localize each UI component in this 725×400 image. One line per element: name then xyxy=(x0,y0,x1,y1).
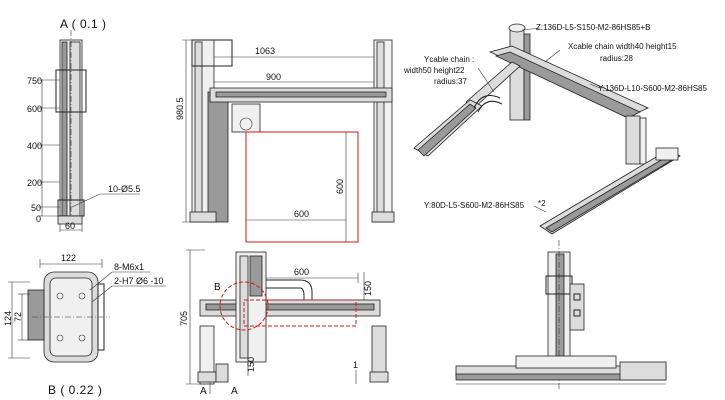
view-b-note-pin: 2-H7 Ø6 -10 xyxy=(114,276,164,286)
view-b-note-tapped: 8-M6x1 xyxy=(114,262,144,272)
view-a-dim-0: 0 xyxy=(36,214,41,224)
iso-y-chain-label-3: radius:37 xyxy=(434,77,467,86)
iso-qty-label: *2 xyxy=(538,199,546,208)
front-work-area xyxy=(245,131,359,243)
iso-x-chain-label-1: Xcable chain width40 height15 xyxy=(568,42,677,51)
view-a-dim-750: 750 xyxy=(27,76,42,86)
view-a-side-elevation: A ( 0.1 ) 750 600 400 200 50 0 60 xyxy=(27,17,141,232)
front-dim-overall: 1063 xyxy=(255,46,275,56)
iso-z-axis xyxy=(509,27,525,121)
front-dim-inner: 900 xyxy=(266,72,281,82)
iso-x-chain-label-2: radius:28 xyxy=(600,54,633,63)
top-dim-small: 1 xyxy=(353,360,358,370)
view-b-detail: B ( 0.22 ) 122 124 72 8-M6x1 2-H7 Ø6 -10 xyxy=(3,253,166,397)
top-label-a-right: A xyxy=(231,386,238,397)
iso-y-axis-top-label: Y:136D-L10-S600-M2-86HS85 xyxy=(598,84,708,93)
front-dim-square-h: 600 xyxy=(335,179,345,194)
iso-right-leg xyxy=(625,115,641,165)
view-a-dim-200: 200 xyxy=(27,178,42,188)
view-b-dim-top: 122 xyxy=(61,253,76,263)
top-label-b: B xyxy=(214,282,221,293)
top-work-area xyxy=(243,299,357,327)
view-a-dim-600: 600 xyxy=(27,104,42,114)
top-view: 705 600 150 150 1 B A A xyxy=(179,249,389,397)
iso-y-chain-label-2: width50 height22 xyxy=(403,66,465,75)
view-a-dim-width: 60 xyxy=(65,221,75,231)
iso-y-chain-label-1: Ycable chain : xyxy=(424,55,474,64)
top-detail-circle xyxy=(219,281,269,331)
top-dim-bottom: 150 xyxy=(246,357,256,372)
front-dim-square-w: 600 xyxy=(294,209,309,219)
top-dim-right: 150 xyxy=(363,281,373,296)
view-a-hole-note: 10-Ø5.5 xyxy=(108,184,141,194)
view-b-dim-outer: 124 xyxy=(3,311,13,326)
top-dim-width: 600 xyxy=(294,267,309,277)
view-a-label: A ( 0.1 ) xyxy=(60,17,107,31)
top-label-a-left: A xyxy=(200,386,207,397)
iso-z-axis-label: Z:136D-L5-S150-M2-86HS85+B xyxy=(536,23,651,32)
iso-y-cable-chain xyxy=(473,95,501,109)
front-view: 1063 900 980.5 600 600 xyxy=(175,39,395,243)
front-dim-height: 980.5 xyxy=(175,97,185,120)
view-a-dim-50: 50 xyxy=(31,203,41,213)
view-b-label: B ( 0.22 ) xyxy=(48,383,102,397)
view-a-ticks xyxy=(38,79,60,217)
top-dim-height: 705 xyxy=(179,311,189,326)
side-motor xyxy=(569,283,585,331)
view-b-dim-inner: 72 xyxy=(13,312,23,322)
isometric-view: Z:136D-L5-S150-M2-86HS85+B Xcable chain … xyxy=(403,23,708,235)
side-view xyxy=(455,240,667,390)
iso-y-axis-bottom-label: Y:80D-L5-S600-M2-86HS85 xyxy=(424,201,525,210)
view-a-dim-400: 400 xyxy=(27,141,42,151)
